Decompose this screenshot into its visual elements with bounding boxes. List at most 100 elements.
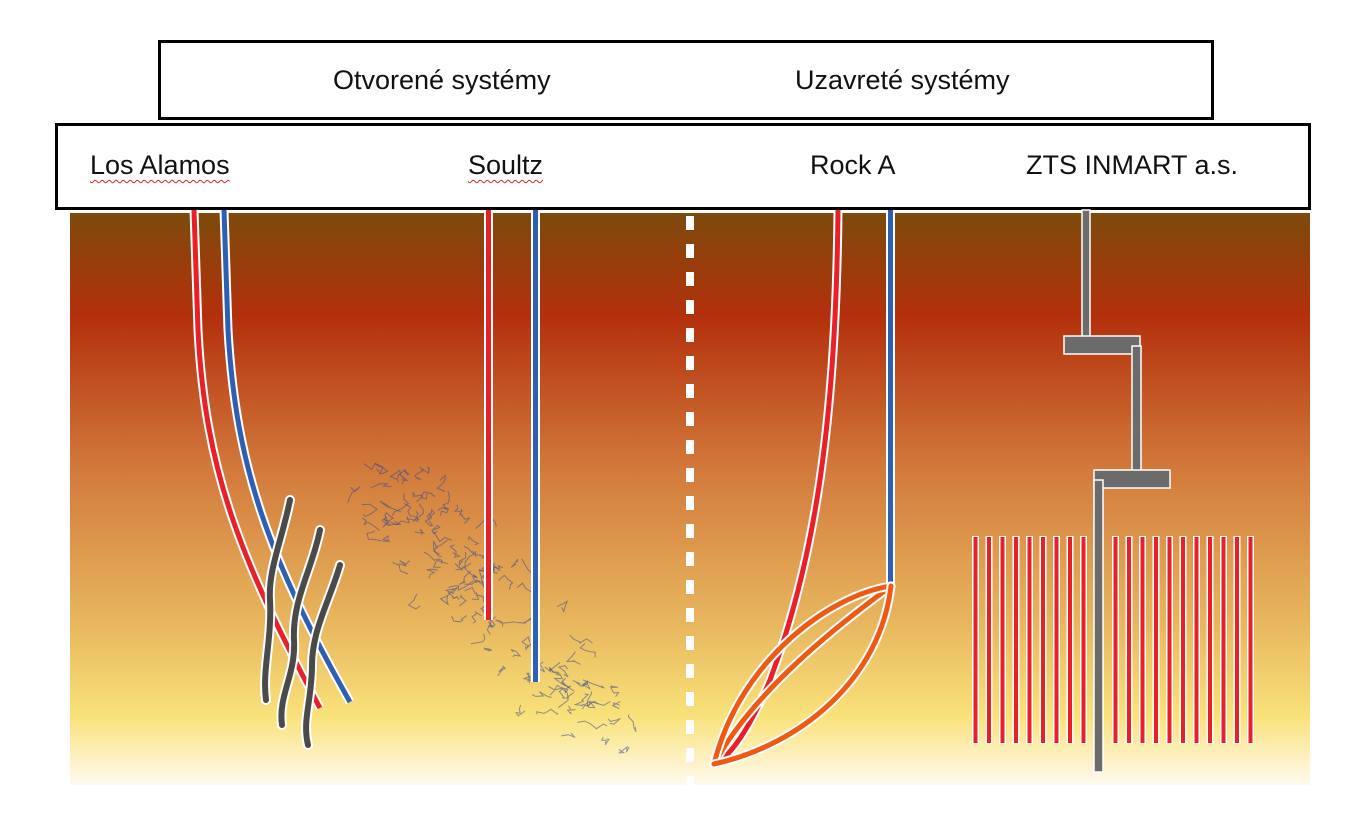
- soultz-fracture: [483, 647, 493, 652]
- site-label-soultz: Soultz: [468, 150, 543, 181]
- soultz-fracture: [497, 665, 506, 677]
- soultz-fracture: [498, 574, 514, 590]
- soultz-fracture: [609, 685, 620, 697]
- rock-a-system: [709, 209, 896, 769]
- soultz-fracture: [407, 593, 421, 610]
- zts-rod: [1113, 537, 1118, 743]
- soultz-fracture: [382, 517, 394, 528]
- zts-rod: [1027, 537, 1032, 743]
- soultz-fracture: [448, 580, 474, 592]
- zts-rod: [987, 537, 991, 743]
- soultz-fracture: [453, 504, 463, 516]
- soultz-fracture: [381, 516, 401, 526]
- zts-rod: [1208, 537, 1212, 743]
- soultz-fracture: [464, 576, 485, 587]
- zts-platform-lower: [1093, 469, 1171, 489]
- soultz-fracture: [437, 507, 450, 516]
- soultz-fracture: [557, 665, 569, 678]
- soultz-fracture: [391, 493, 410, 516]
- soultz-fracture: [422, 466, 430, 475]
- soultz-fracture: [471, 611, 482, 624]
- system-types-header: Otvorené systémy Uzavreté systémy: [158, 40, 1214, 120]
- soultz-fracture: [514, 704, 526, 717]
- soultz-fracture: [607, 717, 621, 725]
- soultz-fracture: [463, 562, 478, 579]
- soultz-fracture: [617, 745, 630, 754]
- zts-rod: [1167, 537, 1172, 743]
- zts-rod: [1235, 537, 1239, 743]
- soultz-fracture: [458, 570, 472, 586]
- soultz-fracture: [628, 714, 637, 733]
- soultz-fracture: [611, 700, 621, 710]
- soultz-cold-pipe: [533, 210, 538, 682]
- soultz-fracture: [470, 633, 486, 645]
- zts-rod: [1248, 537, 1253, 743]
- soultz-fracture: [566, 705, 576, 715]
- zts-shaft-upper: [1081, 209, 1091, 347]
- zts-rod: [1000, 537, 1005, 743]
- soultz-fracture: [366, 530, 382, 542]
- closed-systems-label: Uzavreté systémy: [795, 65, 1010, 95]
- soultz-fracture: [510, 558, 519, 568]
- soultz-fracture: [414, 466, 424, 480]
- rock-a-hot-pipe: [712, 209, 841, 767]
- soultz-fracture: [556, 600, 569, 613]
- zts-system: [972, 209, 1254, 773]
- soultz-fracture: [569, 634, 593, 644]
- soultz-fracture: [451, 615, 468, 623]
- soultz-fracture: [447, 591, 460, 600]
- site-label-los-alamos: Los Alamos: [90, 150, 230, 181]
- soultz-fracture: [458, 551, 467, 566]
- open-systems-label: Otvorené systémy: [333, 65, 551, 95]
- soultz-fracture: [581, 700, 596, 709]
- soultz-fracture: [442, 491, 450, 510]
- soultz-fracture: [361, 517, 380, 531]
- soultz-fracture: [424, 513, 434, 527]
- zts-rod: [1154, 537, 1158, 743]
- zts-shaft-middle: [1131, 345, 1142, 475]
- soultz-fracture: [413, 503, 424, 523]
- soultz-fracture: [458, 594, 467, 607]
- soultz-fracture: [433, 531, 452, 543]
- los-alamos-system: [189, 209, 354, 750]
- zts-rod: [1068, 537, 1072, 743]
- site-label-zts: ZTS INMART a.s.: [1026, 150, 1239, 180]
- zts-rod: [1127, 537, 1131, 743]
- soultz-fracture: [531, 691, 552, 698]
- soultz-fracture: [439, 590, 452, 606]
- soultz-fracture: [521, 636, 531, 651]
- soultz-fracture: [379, 500, 402, 513]
- zts-platform-upper: [1063, 335, 1141, 355]
- zts-rod: [1140, 537, 1145, 743]
- soultz-fracture: [433, 539, 449, 557]
- fracture-1: [262, 497, 293, 703]
- soultz-fracture: [449, 544, 461, 558]
- soultz-fracture: [403, 502, 420, 521]
- zts-rod: [1041, 537, 1045, 743]
- soultz-fracture: [495, 619, 516, 627]
- soultz-fracture: [381, 534, 391, 542]
- site-label-rock-a: Rock A: [810, 150, 896, 180]
- soultz-fracture: [370, 483, 392, 489]
- soultz-fracture: [510, 648, 522, 658]
- zts-rod: [1221, 537, 1226, 743]
- soultz-fracture: [398, 560, 410, 567]
- soultz-fracture: [414, 529, 425, 535]
- soultz-fracture: [471, 550, 484, 559]
- rock-a-loop-lower: [711, 583, 894, 767]
- soultz-fracture: [572, 679, 589, 687]
- zts-rod: [1081, 537, 1086, 743]
- soultz-fracture: [565, 651, 581, 665]
- rock-a-loop-upper: [711, 583, 894, 767]
- soultz-fracture: [426, 568, 438, 579]
- soultz-fracture: [561, 732, 576, 739]
- soultz-fracture: [399, 474, 409, 485]
- soultz-fracture: [548, 684, 564, 696]
- soultz-fracture: [522, 675, 534, 684]
- fracture-3: [303, 562, 343, 748]
- soultz-hot-pipe: [486, 210, 491, 620]
- soultz-fracture: [432, 559, 448, 568]
- zts-rod: [1181, 537, 1185, 743]
- soultz-fracture: [454, 563, 465, 572]
